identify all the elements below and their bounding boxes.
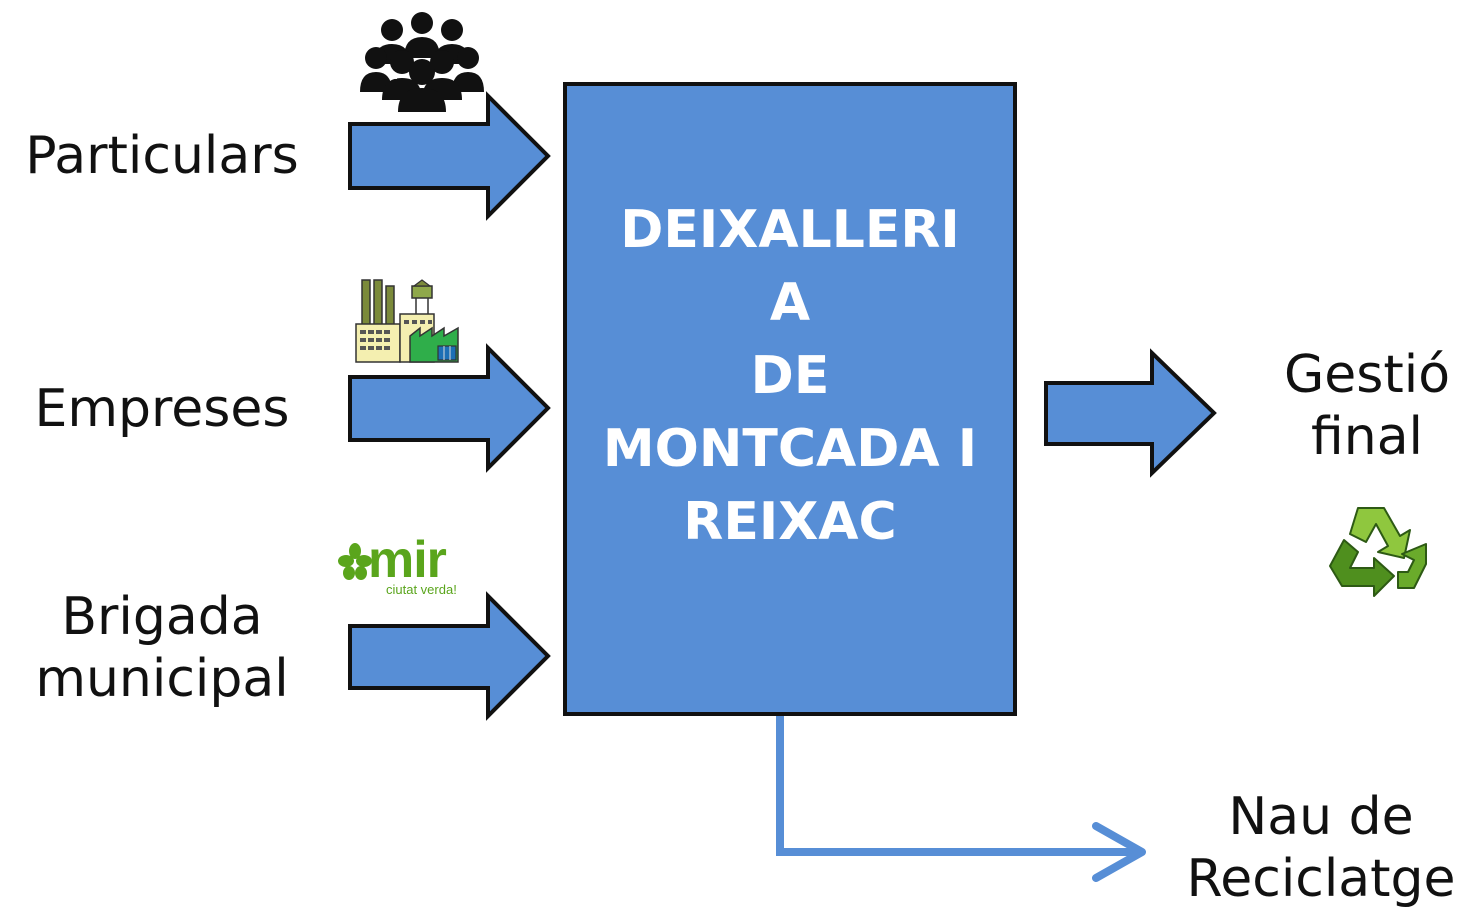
- label-brigada-line: Brigada: [61, 587, 263, 647]
- people-group-icon: [360, 12, 484, 112]
- arrow-brigada: [348, 591, 551, 721]
- label-empreses: Empreses: [34, 379, 290, 439]
- label-brigada-line: municipal: [35, 649, 289, 709]
- label-nau: Nau de Reciclatge: [1170, 786, 1472, 910]
- mir-logo-tagline: ciutat verda!: [386, 582, 457, 597]
- label-brigada: Brigada municipal: [4, 586, 320, 710]
- mir-logo: mir ciutat verda!: [338, 531, 478, 598]
- arrow-gestio: [1044, 348, 1217, 478]
- label-gestio-line: Gestió: [1283, 345, 1451, 405]
- leaf-icon: [338, 543, 372, 580]
- center-title-line: DE: [750, 346, 830, 406]
- arrow-empreses: [348, 343, 551, 473]
- center-title-line: REIXAC: [683, 492, 897, 552]
- center-title-line: MONTCADA I: [602, 419, 978, 479]
- center-title-line: A: [769, 273, 811, 333]
- label-gestio: Gestió final: [1262, 344, 1472, 468]
- label-gestio-line: final: [1310, 407, 1424, 467]
- label-nau-line: Reciclatge: [1186, 849, 1456, 909]
- arrow-particulars: [348, 91, 551, 221]
- label-nau-line: Nau de: [1228, 787, 1414, 847]
- mir-logo-word: mir: [368, 531, 447, 589]
- center-title-line: DEIXALLERI: [620, 200, 960, 260]
- factory-icon: [355, 279, 459, 363]
- label-particulars: Particulars: [25, 126, 299, 186]
- connector-nau-arrowhead: [1092, 822, 1146, 882]
- deixalleria-title: DEIXALLERI A DE MONTCADA I REIXAC: [567, 194, 1013, 559]
- recycle-icon: [1329, 507, 1427, 597]
- connector-nau: [776, 716, 1140, 856]
- deixalleria-box: DEIXALLERI A DE MONTCADA I REIXAC: [563, 82, 1017, 716]
